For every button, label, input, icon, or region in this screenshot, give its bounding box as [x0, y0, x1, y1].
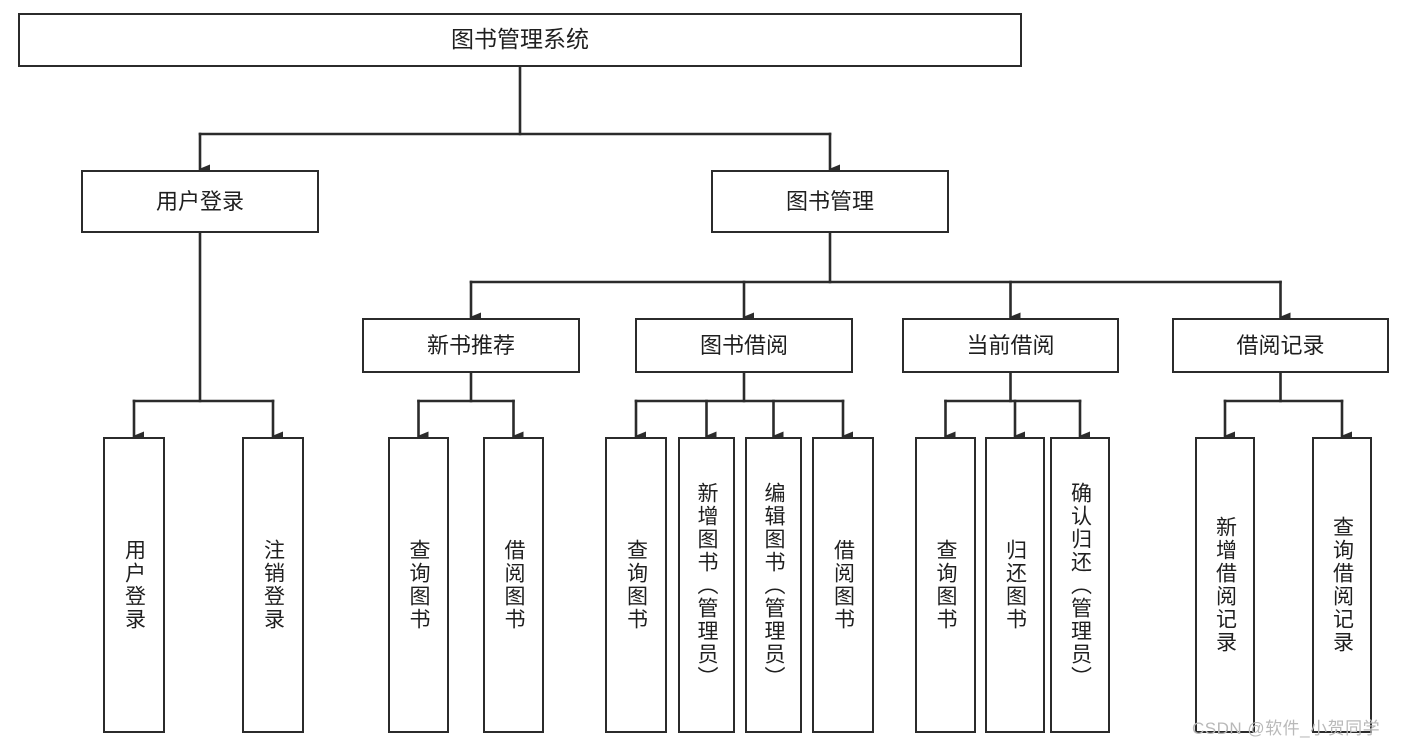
node-user-login[interactable]: 用户登录 — [81, 170, 319, 233]
node-book-borrow[interactable]: 图书借阅 — [635, 318, 853, 373]
node-leaf-query-record[interactable]: 查询借阅记录 — [1312, 437, 1372, 733]
node-label: 新书推荐 — [426, 332, 515, 358]
node-leaf-return-book[interactable]: 归还图书 — [985, 437, 1045, 733]
node-root[interactable]: 图书管理系统 — [18, 13, 1022, 67]
node-leaf-borrow-book-2[interactable]: 借阅图书 — [812, 437, 874, 733]
node-label: 编辑图书（管理员） — [762, 481, 785, 689]
node-label: 归还图书 — [1003, 539, 1027, 631]
node-leaf-add-record[interactable]: 新增借阅记录 — [1195, 437, 1255, 733]
node-label: 用户登录 — [155, 188, 244, 214]
node-current-borrow[interactable]: 当前借阅 — [902, 318, 1119, 373]
node-label: 新增借阅记录 — [1213, 516, 1237, 654]
node-leaf-add-book[interactable]: 新增图书（管理员） — [678, 437, 735, 733]
node-label: 图书管理系统 — [451, 26, 589, 53]
node-leaf-query-book-3[interactable]: 查询图书 — [915, 437, 976, 733]
node-label: 图书管理 — [785, 188, 874, 214]
node-label: 借阅记录 — [1236, 332, 1325, 358]
node-book-manage[interactable]: 图书管理 — [711, 170, 949, 233]
node-label: 查询借阅记录 — [1330, 516, 1354, 654]
node-label: 查询图书 — [624, 539, 648, 631]
node-borrow-record[interactable]: 借阅记录 — [1172, 318, 1389, 373]
node-label: 查询图书 — [934, 539, 957, 631]
node-label: 注销登录 — [261, 539, 285, 631]
node-leaf-query-book-1[interactable]: 查询图书 — [388, 437, 449, 733]
node-leaf-query-book-2[interactable]: 查询图书 — [605, 437, 667, 733]
node-label: 新增图书（管理员） — [695, 481, 718, 689]
node-label: 查询图书 — [407, 539, 430, 631]
node-label: 借阅图书 — [502, 539, 525, 631]
node-label: 当前借阅 — [966, 332, 1055, 358]
node-leaf-user-logout[interactable]: 注销登录 — [242, 437, 304, 733]
node-label: 用户登录 — [122, 539, 146, 631]
watermark-text: CSDN @软件_小贺同学 — [1192, 719, 1381, 738]
node-leaf-confirm-return[interactable]: 确认归还（管理员） — [1050, 437, 1110, 733]
node-label: 图书借阅 — [699, 332, 788, 358]
node-label: 借阅图书 — [831, 539, 855, 631]
node-label: 确认归还（管理员） — [1068, 481, 1092, 689]
node-leaf-borrow-book-1[interactable]: 借阅图书 — [483, 437, 544, 733]
node-leaf-user-login[interactable]: 用户登录 — [103, 437, 165, 733]
node-new-book-rec[interactable]: 新书推荐 — [362, 318, 580, 373]
node-leaf-edit-book[interactable]: 编辑图书（管理员） — [745, 437, 802, 733]
